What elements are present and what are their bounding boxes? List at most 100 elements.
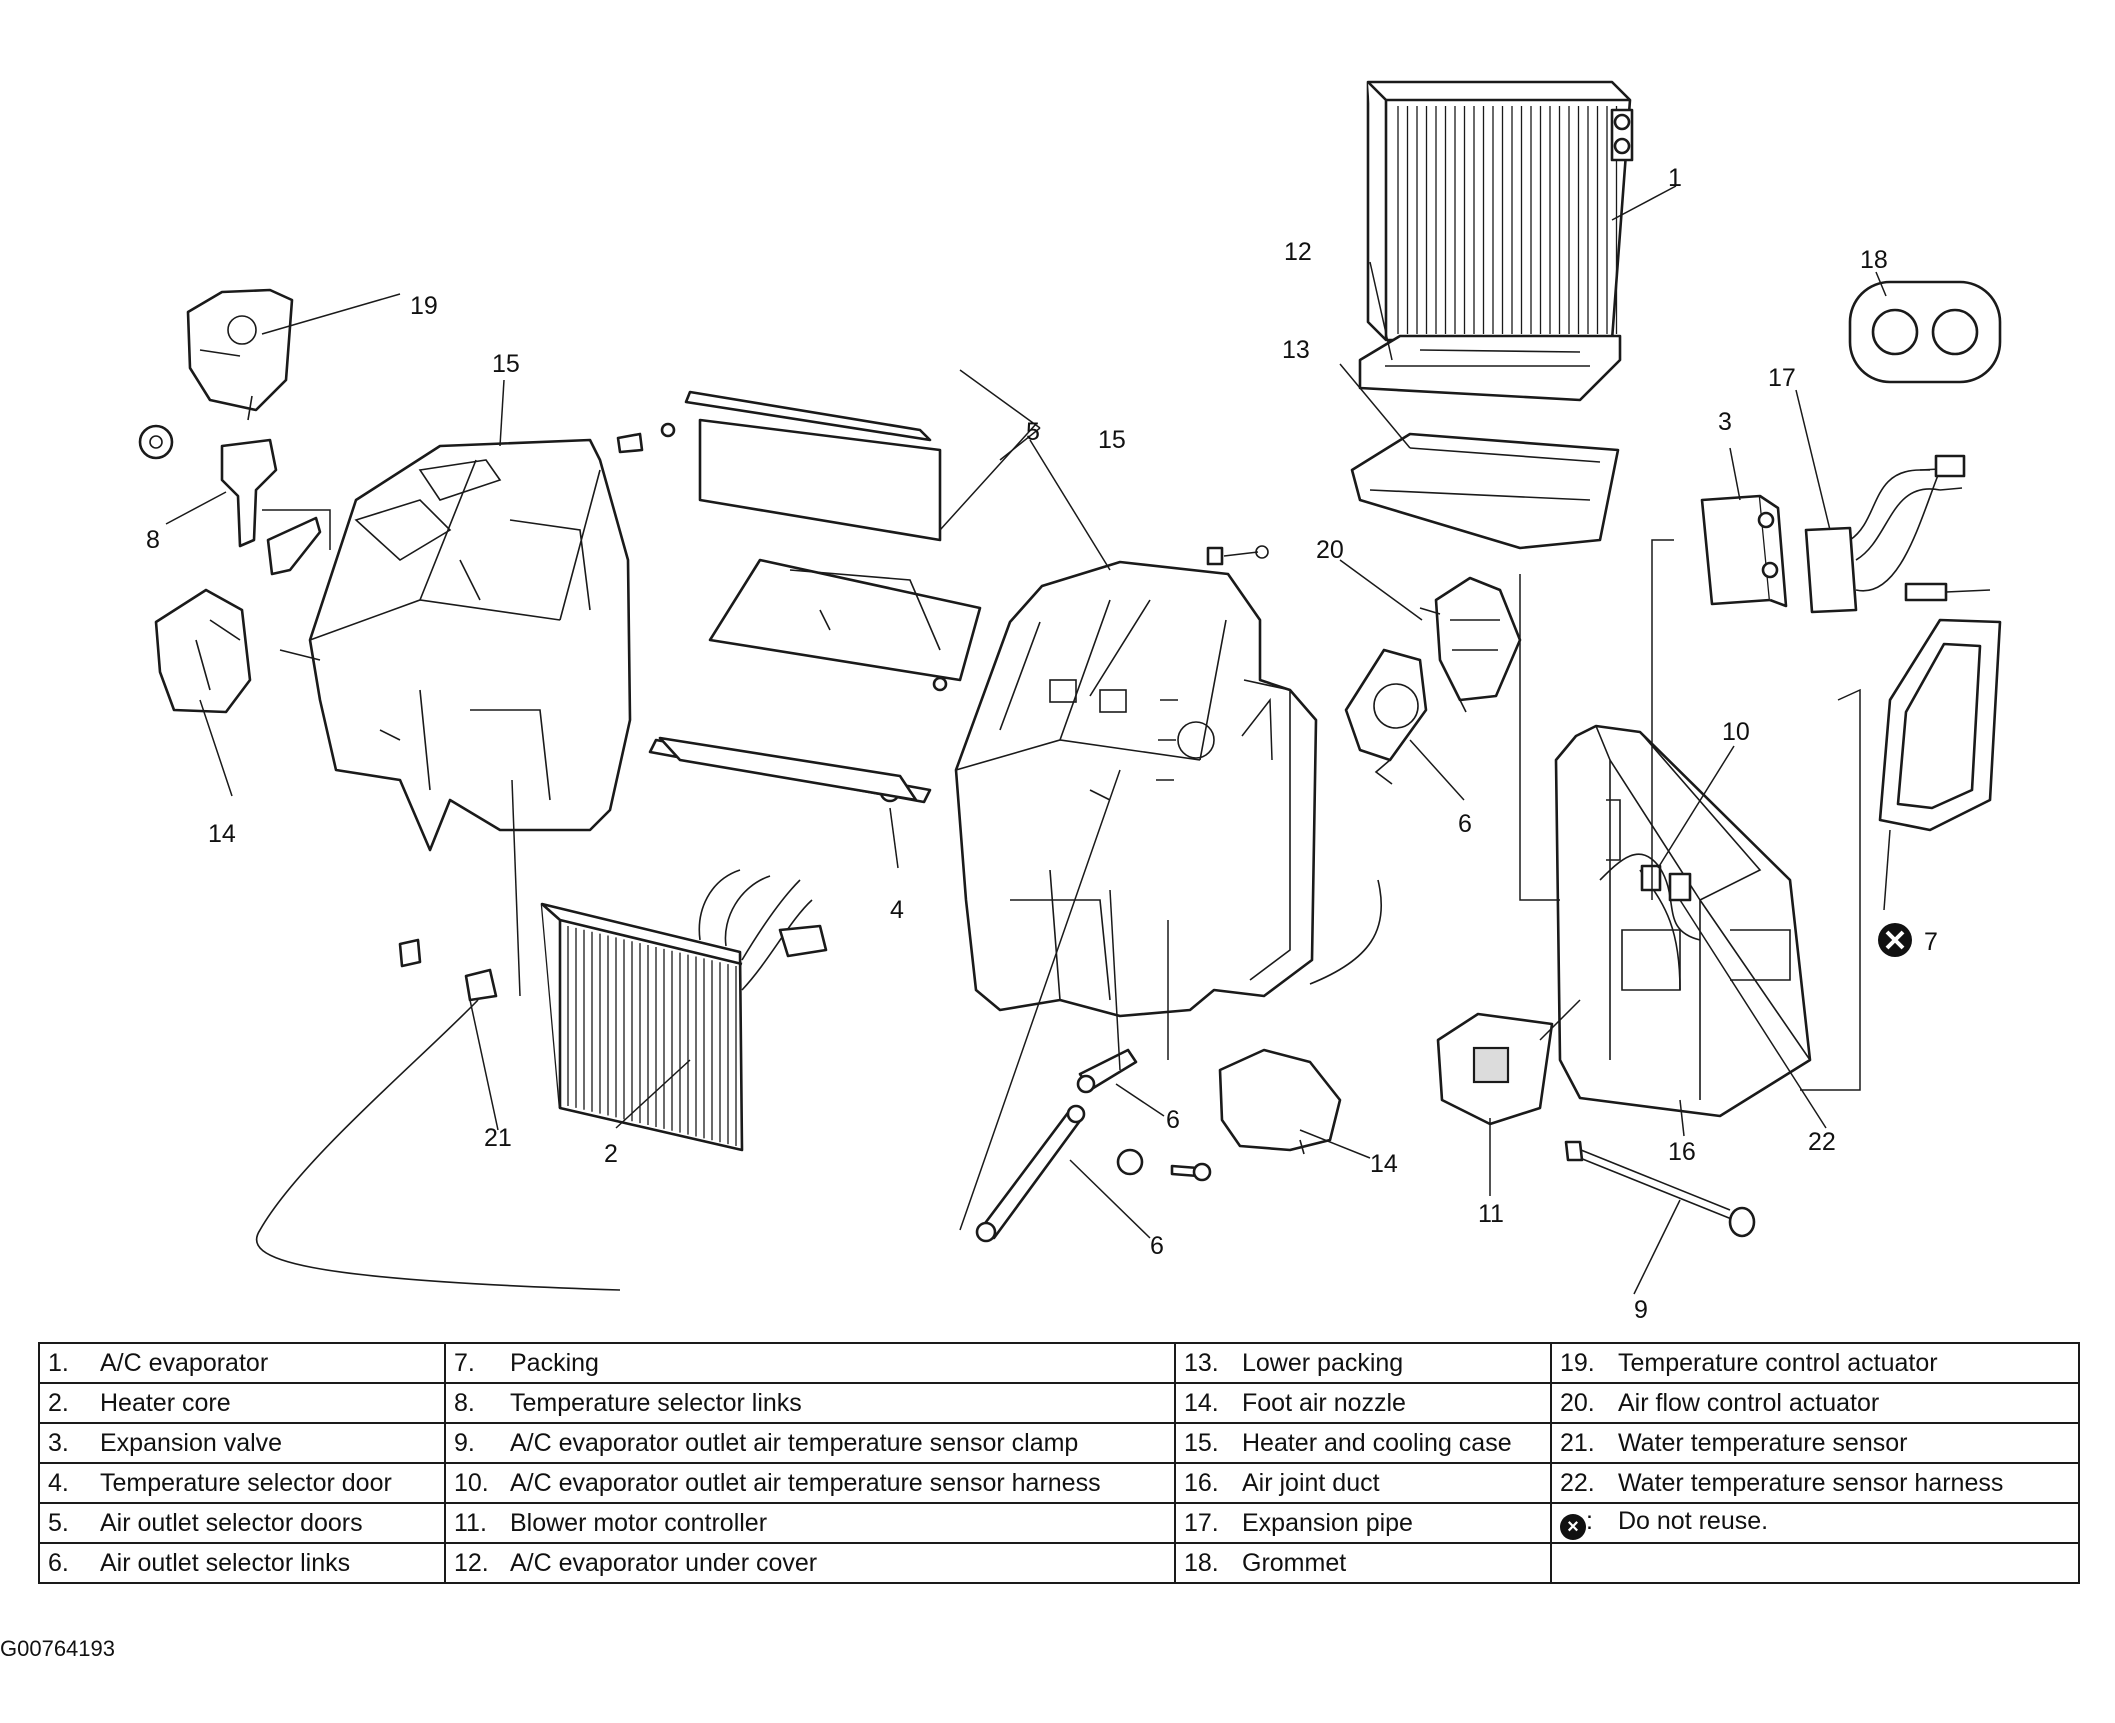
legend-cell: 17. Expansion pipe	[1174, 1502, 1552, 1544]
callout-3: 3	[1718, 408, 1732, 436]
legend-cell: 9. A/C evaporator outlet air temperature …	[444, 1422, 1176, 1464]
legend-cell: ×:Do not reuse.	[1550, 1502, 2080, 1544]
legend-number: 7.	[454, 1348, 475, 1377]
legend-row: 3.Expansion valve 9. A/C evaporator outlet…	[38, 1422, 2080, 1464]
legend-label: Lower packing	[1242, 1348, 1404, 1377]
legend-label: Expansion pipe	[1242, 1508, 1413, 1537]
callout-6-middle: 6	[1166, 1106, 1180, 1134]
legend-label: Foot air nozzle	[1242, 1388, 1406, 1417]
legend-number: 13.	[1184, 1348, 1219, 1377]
legend-label: Air flow control actuator	[1618, 1388, 1880, 1417]
callout-5: 5	[1026, 418, 1040, 446]
legend-number: 5.	[48, 1508, 69, 1537]
legend-number: 9.	[454, 1428, 475, 1457]
legend-label: Air outlet selector doors	[100, 1508, 363, 1537]
legend-cell: 7. Packing	[444, 1342, 1176, 1384]
legend-cell: 22. Water temperature sensor harness	[1550, 1462, 2080, 1504]
legend-label: Water temperature sensor harness	[1618, 1468, 2004, 1497]
legend-label: Temperature control actuator	[1618, 1348, 1938, 1377]
expansion-valve-part	[1700, 494, 1788, 608]
parts-legend-table: 1.A/C evaporator 7. Packing 13. Lower packin…	[38, 1342, 2080, 1584]
callout-18: 18	[1860, 246, 1888, 274]
callout-22: 22	[1808, 1128, 1836, 1156]
legend-cell: 10.A/C evaporator outlet air temperature…	[444, 1462, 1176, 1504]
legend-label: Temperature selector links	[510, 1388, 802, 1417]
legend-cell: 8. Temperature selector links	[444, 1382, 1176, 1424]
x-circle-icon: ×	[1560, 1513, 1586, 1540]
callout-19: 19	[410, 292, 438, 320]
figure-code: G00764193	[0, 1636, 115, 1661]
sensor-clamp-part	[1564, 1140, 1756, 1238]
sensor-harness-part	[1599, 853, 1701, 991]
temperature-control-actuator-part	[186, 288, 294, 421]
legend-number: 17.	[1184, 1508, 1219, 1537]
legend-number: 11.	[454, 1508, 487, 1537]
legend-number: 6.	[48, 1548, 69, 1577]
legend-row: 1.A/C evaporator 7. Packing 13. Lower packin…	[38, 1342, 2080, 1384]
temperature-selector-door-part	[658, 736, 918, 802]
legend-cell: 1.A/C evaporator	[38, 1342, 446, 1384]
legend-number: 12.	[454, 1548, 489, 1577]
grommet-part	[1848, 280, 2002, 384]
exploded-parts-diagram: 1 2 3 4 5 6 6 6 7 8 9 10 11 12 13 14 14 …	[138, 80, 2002, 1324]
legend-cell: 3.Expansion valve	[38, 1422, 446, 1464]
screw-top	[616, 432, 644, 454]
legend-label: A/C evaporator outlet air temperature se…	[510, 1428, 1079, 1457]
callout-9: 9	[1634, 1296, 1648, 1324]
air-outlet-link-upper-part	[1344, 648, 1428, 785]
callout-10: 10	[1722, 718, 1750, 746]
temperature-selector-links-part	[138, 424, 322, 576]
air-joint-duct-part	[1554, 724, 1812, 1118]
expansion-pipe-part	[1804, 454, 1991, 614]
callout-14-left: 14	[208, 820, 236, 848]
legend-number: 22.	[1560, 1468, 1595, 1497]
blower-motor-controller-part	[1436, 1012, 1554, 1126]
callout-7: 7	[1924, 928, 1938, 956]
heater-cooling-case-right-part	[954, 545, 1318, 1018]
legend-label: Packing	[510, 1348, 599, 1377]
legend-label: Air outlet selector links	[100, 1548, 351, 1577]
callout-21: 21	[484, 1124, 512, 1152]
legend-cell: 18.Grommet	[1174, 1542, 1552, 1584]
packing-part	[1878, 618, 2002, 957]
air-outlet-link-lower-part	[975, 1048, 1212, 1243]
heater-cooling-case-left-part	[308, 438, 632, 852]
callout-6-lower: 6	[1150, 1232, 1164, 1260]
legend-number: 8.	[454, 1388, 475, 1417]
legend-row: 5. Air outlet selector doors 11. Blower mot…	[38, 1502, 2080, 1544]
callout-12: 12	[1284, 238, 1312, 266]
callout-labels: 1 2 3 4 5 6 6 6 7 8 9 10 11 12 13 14 14 …	[146, 164, 1938, 1324]
legend-number: 2.	[48, 1388, 69, 1417]
lower-packing-part	[1350, 432, 1620, 550]
legend-cell: 14.Foot air nozzle	[1174, 1382, 1552, 1424]
legend-cell: 12.A/C evaporator under cover	[444, 1542, 1176, 1584]
legend-label: Expansion valve	[100, 1428, 283, 1457]
legend-cell: 4.Temperature selector door	[38, 1462, 446, 1504]
legend-cell: 6. Air outlet selector links	[38, 1542, 446, 1584]
legend-cell: 21.Water temperature sensor	[1550, 1422, 2080, 1464]
callout-17: 17	[1768, 364, 1796, 392]
heater-core-part	[540, 869, 828, 1152]
air-flow-actuator-part	[1419, 576, 1522, 713]
callout-8: 8	[146, 526, 160, 554]
legend-label: Blower motor controller	[510, 1508, 768, 1537]
ac-evaporator-part	[1366, 80, 1634, 342]
callout-14-right: 14	[1370, 1150, 1398, 1178]
foot-air-nozzle-left-part	[154, 588, 252, 714]
legend-number: 19.	[1560, 1348, 1595, 1377]
callout-13: 13	[1282, 336, 1310, 364]
callout-15-left: 15	[492, 350, 520, 378]
legend-label: Temperature selector door	[100, 1468, 392, 1497]
screw-washer	[660, 422, 676, 438]
legend-number: 21.	[1560, 1428, 1595, 1457]
legend-number: 15.	[1184, 1428, 1219, 1457]
legend-number: 10.	[454, 1468, 489, 1497]
callout-6-upper: 6	[1458, 810, 1472, 838]
water-temperature-sensor-part	[255, 938, 621, 1291]
case-wire	[1309, 879, 1383, 985]
legend-label: Heater and cooling case	[1242, 1428, 1512, 1457]
legend-cell	[1550, 1542, 2080, 1584]
callout-11: 11	[1478, 1200, 1504, 1228]
